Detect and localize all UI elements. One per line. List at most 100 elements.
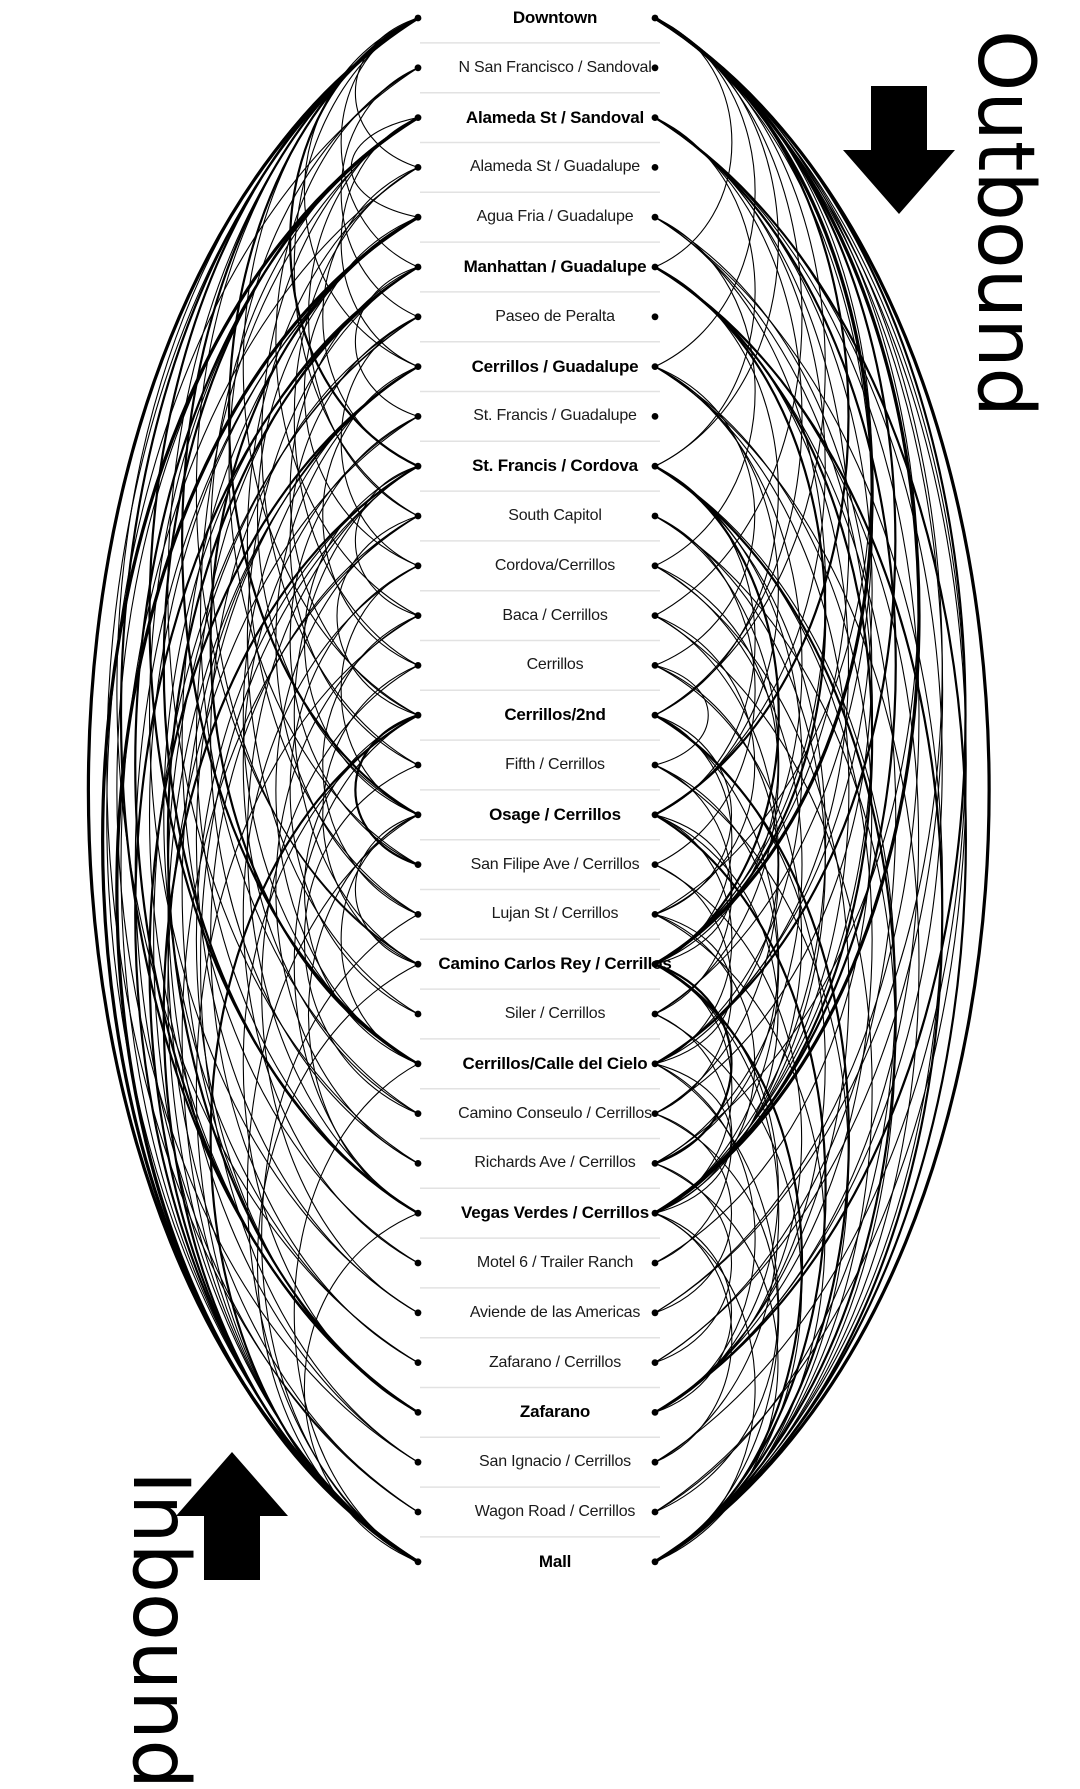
outbound-arc xyxy=(654,17,779,467)
outbound-arc xyxy=(654,1162,732,1364)
stop-label: Zafarano xyxy=(519,1402,591,1422)
outbound-arc xyxy=(654,764,850,1563)
inbound-stop-dot xyxy=(414,861,422,868)
outbound-stop-dot xyxy=(651,1010,659,1018)
outbound-arc xyxy=(654,1013,803,1563)
outbound-arc xyxy=(654,714,733,965)
stop-dots xyxy=(414,14,659,1566)
outbound-arc xyxy=(654,1113,732,1314)
inbound-stop-dot xyxy=(414,761,422,769)
inbound-arc xyxy=(209,714,419,1563)
outbound-arc xyxy=(654,714,826,1413)
inbound-stop-dot xyxy=(414,1060,422,1068)
outbound-stop-dot xyxy=(651,1309,659,1317)
stop-label: Lujan St / Cerrillos xyxy=(491,905,619,923)
inbound-arc xyxy=(120,166,419,1563)
outbound-arc xyxy=(654,117,920,1314)
inbound-stop-dot xyxy=(414,512,422,520)
outbound-stop-dot xyxy=(651,1209,659,1217)
inbound-arc xyxy=(275,67,419,617)
outbound-arc xyxy=(654,366,920,1563)
outbound-arc xyxy=(654,664,779,1065)
outbound-arc xyxy=(654,764,779,1164)
inbound-arc xyxy=(210,117,419,965)
inbound-arc xyxy=(289,266,419,716)
inbound-arc xyxy=(303,714,419,1065)
outbound-arc xyxy=(654,1063,756,1413)
inbound-arc xyxy=(242,714,419,1413)
outbound-stop-dot xyxy=(651,263,659,271)
outbound-arc xyxy=(654,963,803,1563)
inbound-arc xyxy=(148,17,419,1215)
outbound-arc xyxy=(654,465,896,1513)
outbound-arc xyxy=(654,17,873,1015)
up-arrow-icon xyxy=(176,1452,288,1580)
outbound-arc xyxy=(654,565,779,965)
inbound-arc xyxy=(106,17,419,1513)
stop-label: Cerrillos xyxy=(526,656,584,674)
outbound-arc xyxy=(654,266,827,966)
inbound-arc xyxy=(322,166,419,467)
inbound-arc xyxy=(134,216,419,1513)
stop-separators xyxy=(420,42,660,1538)
outbound-arc xyxy=(654,814,732,965)
outbound-arc xyxy=(654,963,779,1413)
inbound-arc xyxy=(242,366,419,1065)
inbound-arc xyxy=(246,266,419,1015)
outbound-arc xyxy=(654,864,803,1413)
inbound-stop-dot xyxy=(414,263,422,271)
stop-label: Osage / Cerrillos xyxy=(489,804,621,824)
inbound-arc xyxy=(289,17,419,468)
outbound-arc xyxy=(654,465,873,1413)
inbound-arc xyxy=(181,515,419,1563)
outbound-stop-dot xyxy=(651,1060,659,1068)
outbound-stop-dot xyxy=(651,114,659,121)
outbound-stop-dot xyxy=(651,1359,659,1366)
outbound-arc xyxy=(654,814,733,1065)
outbound-arc xyxy=(654,117,803,716)
outbound-arc xyxy=(654,1113,779,1513)
outbound-stop-dot xyxy=(651,1110,659,1117)
stop-label: Camino Carlos Rey / Cerrillos xyxy=(438,954,672,974)
inbound-arc xyxy=(350,117,419,218)
outbound-stop-dot xyxy=(651,363,659,370)
inbound-arc xyxy=(181,17,419,1065)
outbound-stop-dot xyxy=(651,911,659,918)
outbound-arc xyxy=(654,465,897,1563)
inbound-arc xyxy=(195,366,419,1314)
stop-label: Cordova/Cerrillos xyxy=(494,556,616,574)
inbound-arc xyxy=(209,216,419,1065)
outbound-arc xyxy=(654,17,920,1164)
stop-label: San Filipe Ave / Cerrillos xyxy=(470,855,640,873)
inbound-stop-dot xyxy=(414,711,422,719)
outbound-arc xyxy=(654,465,780,966)
inbound-arc xyxy=(228,67,419,866)
outbound-stop-dot xyxy=(651,64,659,72)
inbound-arc xyxy=(340,67,419,318)
inbound-arc xyxy=(303,1212,419,1563)
inbound-arc xyxy=(242,415,419,1115)
inbound-arc xyxy=(303,465,419,816)
outbound-stop-dot xyxy=(651,512,659,520)
stop-label: Cerrillos/Calle del Cielo xyxy=(462,1053,648,1073)
outbound-arc xyxy=(654,1162,779,1563)
inbound-arc xyxy=(293,17,419,517)
inbound-arc xyxy=(303,764,419,1115)
stop-label: Mall xyxy=(538,1551,572,1571)
stop-label: Camino Conseulo / Cerrillos xyxy=(458,1104,652,1122)
inbound-arc xyxy=(293,1063,419,1563)
outbound-arc xyxy=(654,963,780,1463)
outbound-arc xyxy=(654,864,733,1115)
stop-label: St. Francis / Guadalupe xyxy=(473,407,637,425)
outbound-stop-dot xyxy=(651,164,659,171)
inbound-stop-dot xyxy=(414,1160,422,1167)
outbound-arc xyxy=(654,714,732,915)
stop-label: South Capitol xyxy=(508,507,602,524)
inbound-stop-dot xyxy=(414,811,422,819)
inbound-arc xyxy=(322,615,419,915)
inbound-arc xyxy=(195,266,419,1214)
inbound-arc xyxy=(246,814,419,1563)
outbound-label: Outbound xyxy=(960,30,1050,418)
inbound-arc xyxy=(115,215,419,1564)
inbound-arc xyxy=(303,216,419,567)
